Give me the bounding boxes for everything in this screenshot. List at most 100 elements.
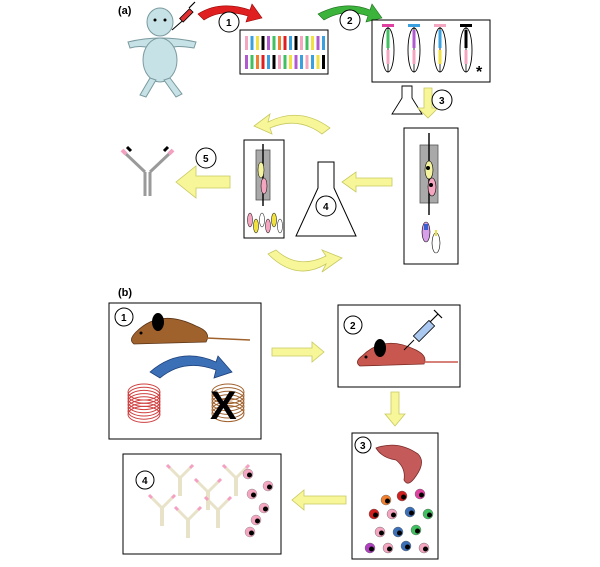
b-cell-nucleus xyxy=(385,498,390,504)
b-step-1-number: 1 xyxy=(121,313,127,324)
library-gene-bar xyxy=(250,55,254,69)
small-flask-icon xyxy=(391,85,423,115)
b-cell-nucleus xyxy=(387,546,392,552)
library-gene-bar xyxy=(283,36,287,50)
b-cell-nucleus xyxy=(397,530,402,536)
b-step-2-number: 2 xyxy=(350,321,356,332)
locus-loop xyxy=(211,397,245,415)
hybridoma-nucleus xyxy=(247,472,252,478)
library-gene-bar xyxy=(322,36,325,50)
brown-mouse-icon xyxy=(131,313,251,345)
locus-loop xyxy=(211,383,245,401)
library-gene-bar xyxy=(256,55,259,69)
amplified-phage xyxy=(247,212,253,228)
antibody-tip xyxy=(165,463,172,470)
b-step-4-circle xyxy=(135,470,155,490)
antibody-tip xyxy=(170,493,177,500)
phage-tag xyxy=(434,24,446,27)
yellow-left-arrow-5 xyxy=(175,165,231,199)
step-5-number: 5 xyxy=(203,154,209,165)
antibody-tip xyxy=(147,493,154,500)
library-gene-bar xyxy=(316,36,320,50)
library-gene-bar xyxy=(278,36,281,50)
panel-b-label: (b) xyxy=(118,287,132,299)
phage-gene-segment xyxy=(438,50,442,64)
antibody-tip xyxy=(196,505,203,512)
library-gene-bar xyxy=(311,36,314,50)
yellow-right-arrow-b1 xyxy=(271,341,325,363)
human-donor-figure xyxy=(127,7,197,98)
b-cell-nucleus xyxy=(409,510,414,516)
amplified-phage-particles xyxy=(247,212,283,234)
locus-loop xyxy=(211,401,245,419)
knockout-x-mark: X xyxy=(210,384,237,428)
b-cell-nucleus xyxy=(369,546,374,552)
amplified-phage xyxy=(253,218,259,234)
antibody-tip xyxy=(173,505,180,512)
locus-loop xyxy=(127,393,161,411)
amplified-phage xyxy=(277,218,283,234)
phage-gene-segment xyxy=(438,30,442,48)
human-antibodies-group xyxy=(147,463,251,538)
step-4-number: 4 xyxy=(323,202,329,213)
library-gene-bar xyxy=(294,36,298,50)
syringe-icon xyxy=(171,1,196,31)
phage-gene-segment xyxy=(464,30,468,48)
amplified-phage xyxy=(271,212,277,228)
step-3-circle xyxy=(431,89,453,111)
library-gene-bar xyxy=(245,55,248,69)
library-gene-bar xyxy=(322,55,325,69)
yellow-down-arrow-b2 xyxy=(384,391,406,427)
library-gene-bar xyxy=(256,36,259,50)
b-cell-nucleus xyxy=(423,546,428,552)
library-gene-bar xyxy=(283,55,287,69)
hybridoma-box xyxy=(122,453,282,555)
locus-loop xyxy=(211,405,245,423)
locus-loop xyxy=(211,394,245,412)
phage-particles xyxy=(381,24,473,73)
library-gene-bar xyxy=(305,55,309,69)
hybridoma-nucleus xyxy=(255,518,260,524)
antibody-arm xyxy=(206,480,220,494)
antibody-tip xyxy=(193,477,200,484)
blue-curved-arrow xyxy=(149,355,233,379)
antibody-arm xyxy=(160,496,174,510)
b-step-3-circle xyxy=(354,436,372,454)
amplified-phage xyxy=(259,212,265,228)
antibody-arm xyxy=(168,466,182,480)
syringe-icon-mouse xyxy=(403,309,443,351)
antibody-arm xyxy=(216,498,230,512)
phage-tag xyxy=(460,24,472,27)
hybridoma-nucleus xyxy=(267,484,272,490)
antibody-tip xyxy=(226,495,233,502)
locus-loop xyxy=(211,387,245,405)
mouse-ig-locus-icon xyxy=(211,383,245,423)
b-step-4-number: 4 xyxy=(142,476,148,487)
library-gene-bar xyxy=(289,55,292,69)
antibody-arm xyxy=(178,466,192,480)
locus-loop xyxy=(127,402,161,420)
antibody-arm xyxy=(150,496,164,510)
phage-gene-segment xyxy=(464,50,468,64)
locus-loop xyxy=(211,390,245,408)
phage-tag xyxy=(382,24,394,27)
yellow-cycle-arrow-top xyxy=(253,113,331,135)
b-step-3-number: 3 xyxy=(360,441,366,452)
phage-tag xyxy=(408,24,420,27)
library-gene-bar xyxy=(294,55,298,69)
antibody-tip xyxy=(216,477,223,484)
phage-gene-segment xyxy=(412,30,416,48)
library-gene-bar xyxy=(267,36,270,50)
antibody-arm xyxy=(186,508,200,522)
antibody-tip xyxy=(221,463,228,470)
library-gene-bar xyxy=(250,36,254,50)
antibody-arm xyxy=(206,498,220,512)
locus-loop xyxy=(127,405,161,423)
hybridoma-nucleus xyxy=(263,506,268,512)
hybridoma-nucleus xyxy=(249,530,254,536)
red-mouse-icon xyxy=(357,339,458,367)
antibody-icon-human xyxy=(120,145,175,196)
step-5-circle xyxy=(195,147,217,169)
b-cell-nucleus xyxy=(405,544,410,550)
spleen-icon xyxy=(375,444,422,484)
